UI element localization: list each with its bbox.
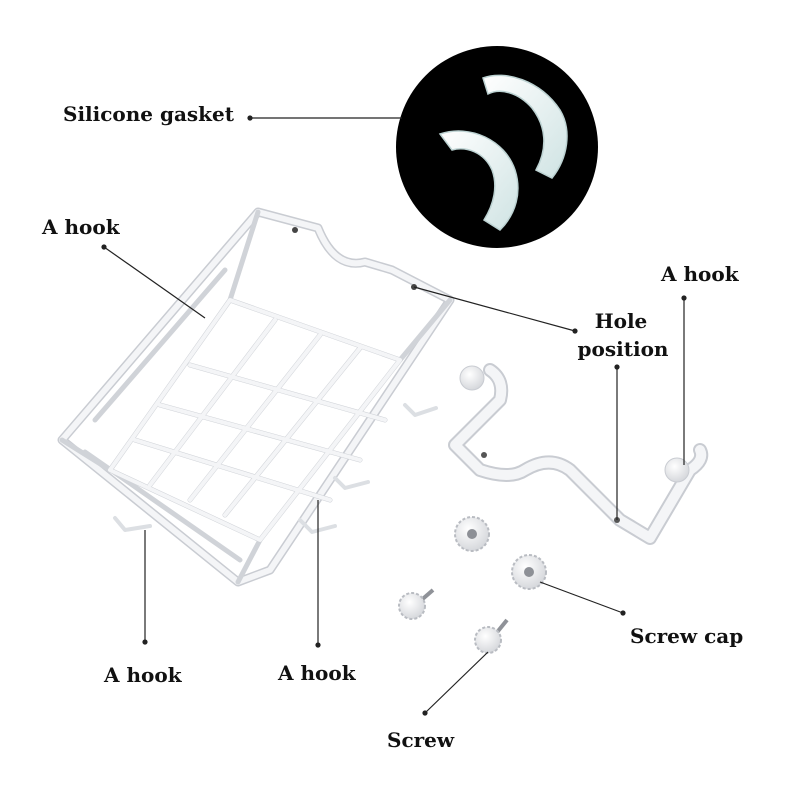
bracket-hole-left xyxy=(481,452,487,458)
wire-basket xyxy=(57,207,455,587)
mounting-bracket xyxy=(448,363,709,545)
label-silicone-gasket: Silicone gasket xyxy=(63,102,235,126)
label-screw-cap: Screw cap xyxy=(630,624,744,648)
label-screw: Screw xyxy=(387,728,455,752)
bracket-knob-right xyxy=(664,457,690,483)
label-hole-position-line2: position xyxy=(577,337,669,361)
label-a-hook-top-left: A hook xyxy=(42,215,120,239)
label-a-hook-bottom-middle: A hook xyxy=(278,661,356,685)
label-a-hook-top-right: A hook xyxy=(661,262,739,286)
basket-hole-left xyxy=(292,227,298,233)
label-hole-position-line1: Hole xyxy=(594,309,648,333)
screw-1-head xyxy=(398,592,426,620)
leader-lines xyxy=(101,115,687,716)
silicone-gasket-inset xyxy=(396,46,598,248)
silicone-gasket-piece-lower xyxy=(438,130,519,231)
screw-caps xyxy=(454,516,547,590)
basket-hooks xyxy=(113,403,438,534)
silicone-gasket-piece-upper xyxy=(482,74,568,179)
screw-2-head xyxy=(474,626,502,654)
screws xyxy=(398,588,509,654)
label-a-hook-bottom-left: A hook xyxy=(104,663,182,687)
bracket-knob-left xyxy=(459,365,485,391)
